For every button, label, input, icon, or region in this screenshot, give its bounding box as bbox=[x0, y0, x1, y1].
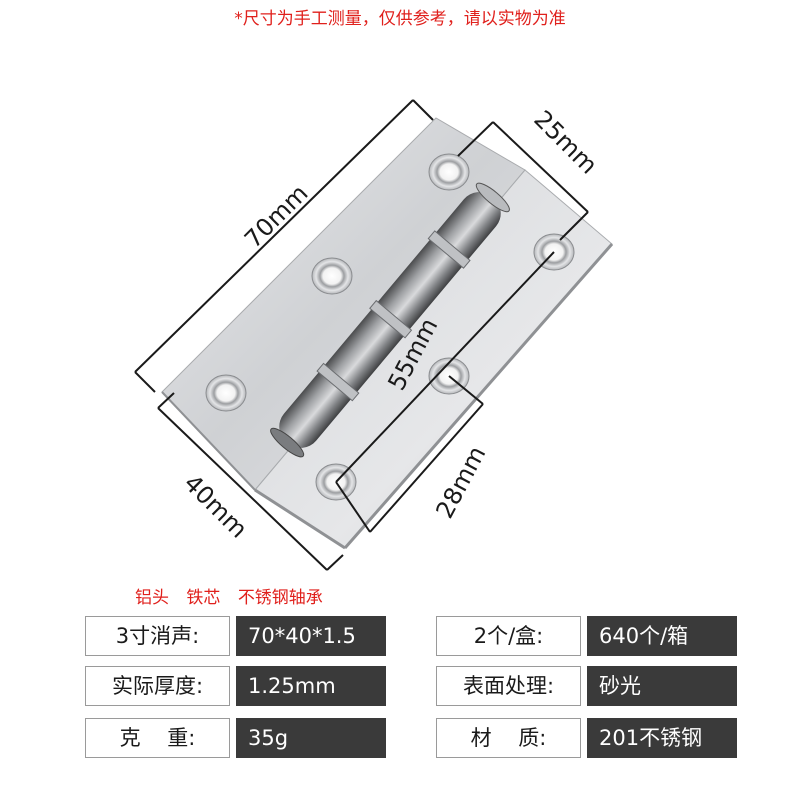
screw-hole-1 bbox=[428, 153, 470, 191]
hinge-barrel bbox=[270, 182, 510, 458]
spec-value-pack: 640个/箱 bbox=[587, 616, 737, 656]
dimension-label-edge-spacing: 25mm bbox=[528, 105, 602, 179]
spec-label-finish: 表面处理: bbox=[436, 666, 581, 706]
spec-label-size: 3寸消声: bbox=[85, 616, 230, 656]
spec-value-thickness: 1.25mm bbox=[236, 666, 386, 706]
dimension-label-length: 70mm bbox=[239, 179, 313, 253]
feature-item: 铝头 bbox=[135, 588, 169, 608]
feature-list: 铝头 铁芯 不锈钢轴承 bbox=[135, 586, 335, 610]
dimension-line-width bbox=[157, 392, 344, 571]
dimension-line-length bbox=[134, 99, 434, 393]
spec-label-pack: 2个/盒: bbox=[436, 616, 581, 656]
spec-value-material: 201不锈钢 bbox=[587, 718, 737, 758]
feature-item: 铁芯 bbox=[186, 588, 221, 608]
spec-value-weight: 35g bbox=[236, 718, 386, 758]
feature-item: 不锈钢轴承 bbox=[237, 588, 323, 608]
hinge-product-illustration: 70mm 40mm 25mm 55mm 28mm bbox=[134, 99, 614, 571]
dimension-line-cross-spacing bbox=[335, 375, 484, 533]
spec-label-weight: 克 重: bbox=[85, 718, 230, 758]
spec-value-finish: 砂光 bbox=[587, 666, 737, 706]
dimension-line-edge-spacing bbox=[457, 121, 589, 241]
disclaimer-notice: *尺寸为手工测量，仅供参考，请以实物为准 bbox=[234, 9, 566, 29]
spec-label-material: 材 质: bbox=[436, 718, 581, 758]
dimension-label-width: 40mm bbox=[178, 469, 252, 543]
spec-label-thickness: 实际厚度: bbox=[85, 666, 230, 706]
spec-value-size: 70*40*1.5 bbox=[236, 616, 386, 656]
screw-hole-2 bbox=[311, 257, 353, 295]
screw-hole-3 bbox=[205, 374, 247, 412]
dimension-line-outer-spacing bbox=[335, 251, 555, 483]
